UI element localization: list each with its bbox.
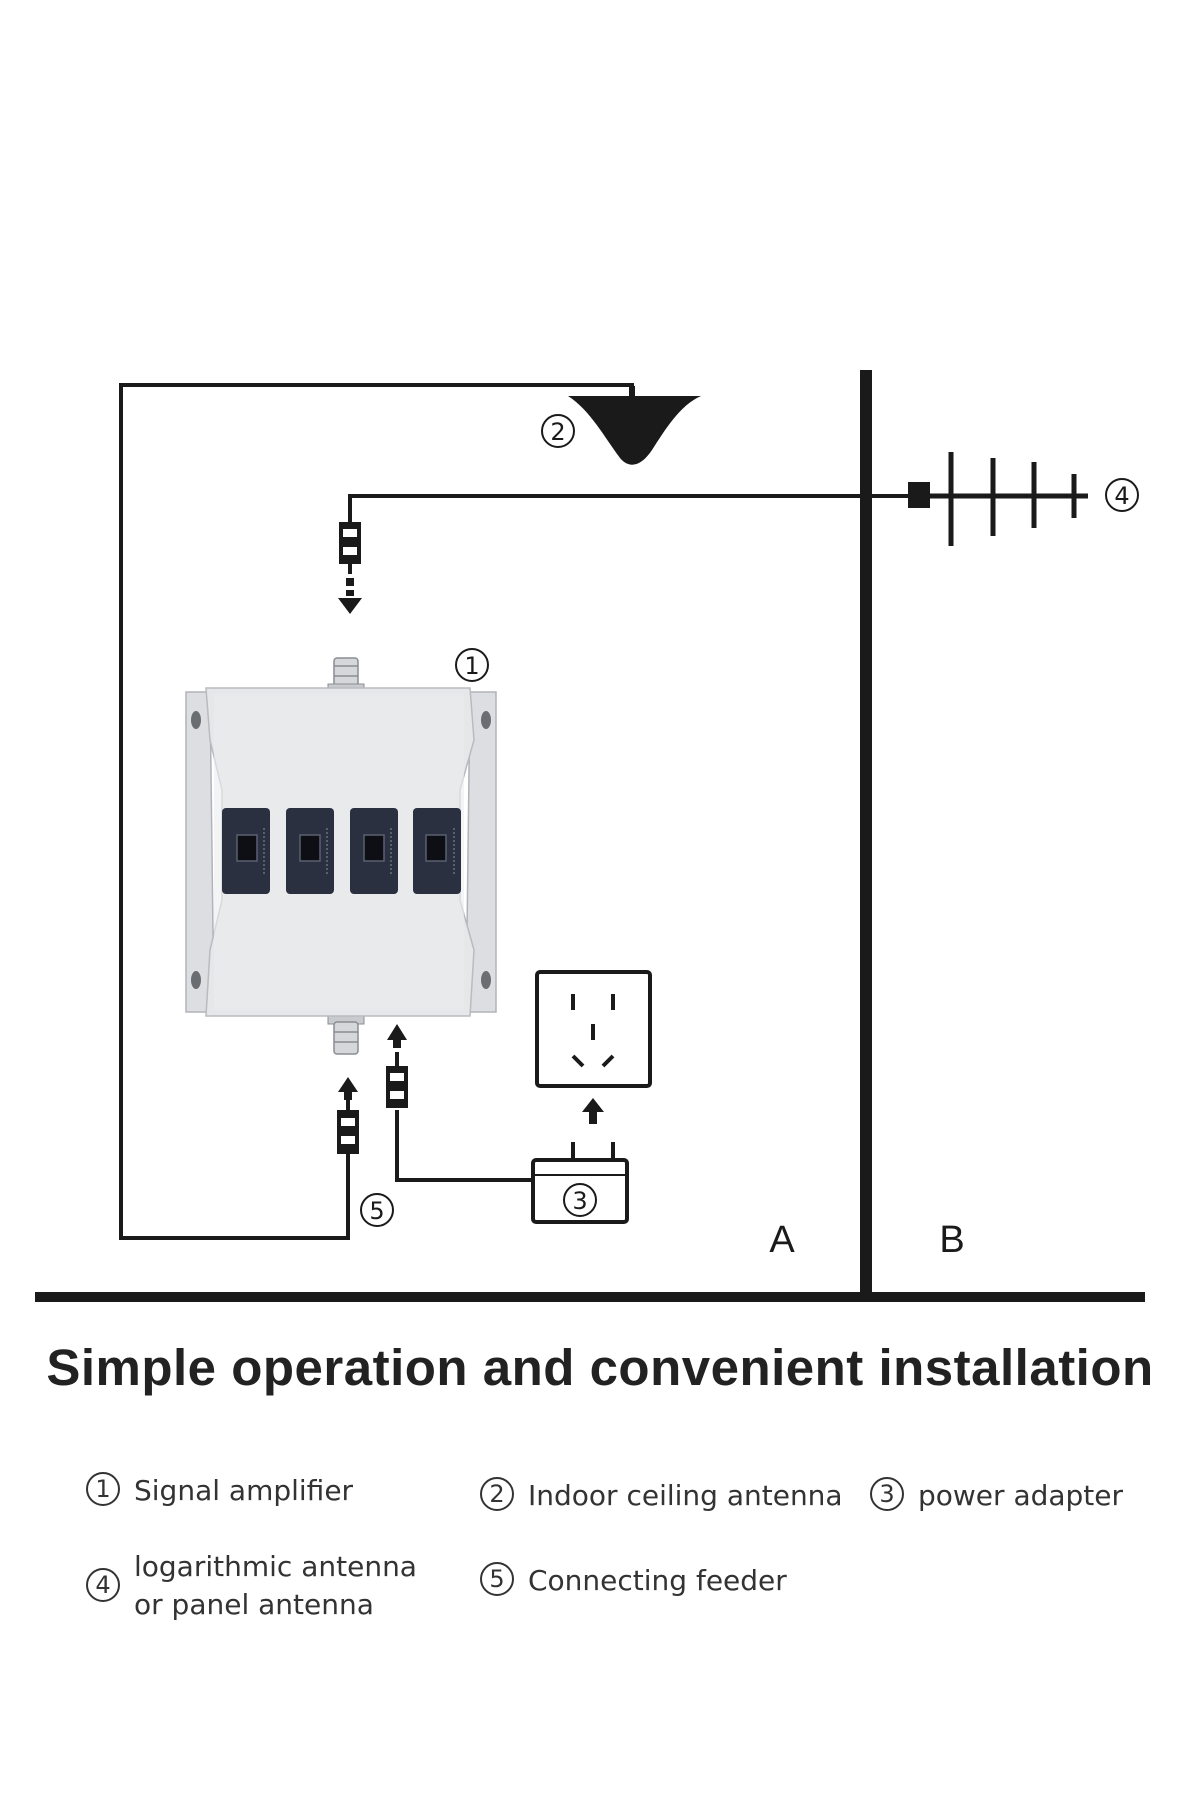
display-panel bbox=[222, 808, 270, 894]
up-arrow-icon bbox=[582, 1098, 604, 1124]
display-panel bbox=[286, 808, 334, 894]
display-panel bbox=[413, 808, 461, 894]
svg-text:2: 2 bbox=[550, 418, 565, 446]
power-connector-icon bbox=[386, 1052, 408, 1108]
marker-2: 2 bbox=[541, 414, 575, 448]
legend-number: 2 bbox=[480, 1477, 514, 1511]
legend-label: Connecting feeder bbox=[528, 1564, 787, 1597]
svg-text:4: 4 bbox=[1114, 482, 1129, 510]
down-arrow-icon bbox=[338, 578, 362, 614]
marker-4: 4 bbox=[1105, 478, 1139, 512]
ceiling-antenna-icon bbox=[568, 396, 701, 465]
legend-item-2: 2 Indoor ceiling antenna bbox=[480, 1477, 843, 1515]
legend-label: Indoor ceiling antenna bbox=[528, 1479, 843, 1512]
legend-label: Signal amplifier bbox=[134, 1474, 354, 1507]
up-arrow-icon bbox=[387, 1024, 407, 1048]
display-panel bbox=[350, 808, 398, 894]
top-connector-icon bbox=[339, 522, 361, 574]
svg-text:5: 5 bbox=[369, 1197, 384, 1225]
legend-number: 1 bbox=[86, 1472, 120, 1506]
legend-number: 5 bbox=[480, 1562, 514, 1596]
log-antenna-icon bbox=[908, 452, 1088, 546]
zone-label-a: A bbox=[769, 1219, 795, 1261]
power-cable bbox=[395, 1110, 533, 1182]
legend-item-1: 1 Signal amplifier bbox=[86, 1472, 353, 1510]
svg-text:1: 1 bbox=[464, 652, 479, 680]
svg-text:3: 3 bbox=[572, 1187, 587, 1215]
outdoor-antenna-cable bbox=[348, 494, 920, 522]
feeder-connector-icon bbox=[337, 1100, 359, 1238]
power-outlet-icon bbox=[535, 970, 652, 1088]
marker-3: 3 bbox=[563, 1183, 597, 1217]
legend-item-3: 3 power adapter bbox=[870, 1477, 1123, 1515]
legend-number: 4 bbox=[86, 1568, 120, 1602]
legend-item-5: 5 Connecting feeder bbox=[480, 1562, 787, 1600]
up-arrow-icon bbox=[338, 1077, 358, 1100]
legend-item-4: 4 logarithmic antenna or panel antenna bbox=[86, 1548, 417, 1624]
marker-5: 5 bbox=[360, 1193, 394, 1227]
legend-label: power adapter bbox=[918, 1479, 1124, 1512]
signal-amplifier-device bbox=[185, 657, 497, 1055]
zone-label-b: B bbox=[939, 1219, 964, 1261]
page-heading: Simple operation and convenient installa… bbox=[46, 1339, 1154, 1396]
legend-number: 3 bbox=[870, 1477, 904, 1511]
marker-1: 1 bbox=[455, 648, 489, 682]
legend-label: logarithmic antenna or panel antenna bbox=[134, 1550, 417, 1621]
